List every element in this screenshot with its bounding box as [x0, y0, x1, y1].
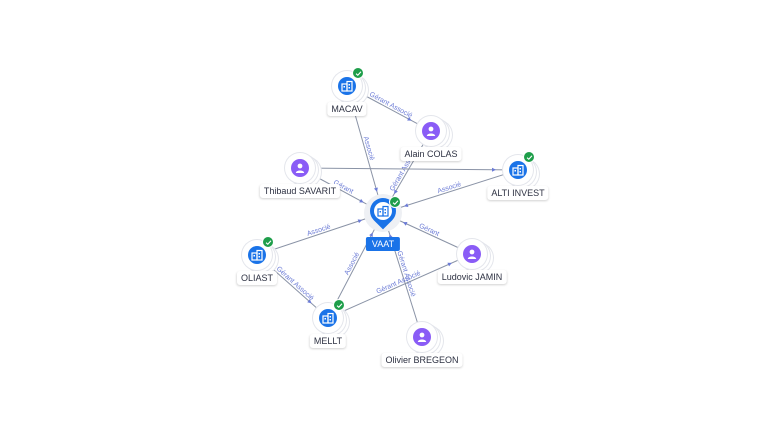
node-label: OLIAST	[236, 271, 278, 285]
edge-arrow	[394, 189, 398, 195]
edge-label: Associé	[306, 223, 332, 237]
building-icon	[374, 202, 392, 220]
edge-arrow	[491, 167, 497, 172]
company-node-circle[interactable]	[503, 151, 535, 185]
edge-label: Gérant Associé	[368, 91, 413, 120]
node-label: Thibaud SAVARIT	[259, 184, 341, 198]
node-label: Ludovic JAMIN	[437, 270, 507, 284]
building-icon	[338, 77, 356, 95]
edge-arrow	[447, 262, 452, 267]
building-icon	[248, 246, 266, 264]
verified-check-icon	[262, 236, 274, 248]
person-icon	[413, 328, 431, 346]
edge-arrow	[373, 187, 378, 192]
company-node-circle[interactable]	[332, 67, 364, 101]
verified-check-icon	[352, 67, 364, 79]
edge-thibaud-alti	[299, 167, 519, 171]
edge-arrow	[307, 299, 312, 304]
company-node-circle[interactable]	[242, 236, 274, 270]
edge-mellt-ludovic	[327, 253, 473, 319]
person-node-circle[interactable]	[416, 116, 446, 146]
person-icon	[422, 122, 440, 140]
edge-arrow	[359, 198, 364, 203]
person-node-circle[interactable]	[457, 239, 487, 269]
node-label: ALTI INVEST	[487, 186, 549, 200]
verified-check-icon	[333, 299, 345, 311]
person-node-circle[interactable]	[285, 153, 315, 183]
node-label: MELLT	[309, 334, 347, 348]
edge-label: Gérant Associé	[275, 266, 315, 303]
edge-label: Associé	[344, 251, 362, 276]
node-label: MACAV	[327, 102, 367, 116]
person-node-circle[interactable]	[407, 322, 437, 352]
person-icon	[463, 245, 481, 263]
building-icon	[319, 309, 337, 327]
node-label: Olivier BREGEON	[381, 353, 463, 367]
edge-arrow	[403, 203, 409, 208]
building-icon	[509, 161, 527, 179]
edge-arrow	[369, 232, 373, 237]
edge-arrow	[402, 222, 408, 226]
person-icon	[291, 159, 309, 177]
verified-check-icon	[523, 151, 535, 163]
center-node-label: VAAT	[365, 237, 401, 251]
edge-label: Associé	[437, 181, 463, 195]
edge-label: Associé	[362, 136, 375, 162]
edge-label: Gérant	[418, 223, 440, 238]
node-label: Alain COLAS	[400, 147, 462, 161]
edge-arrow	[357, 219, 363, 224]
company-node-circle[interactable]	[313, 299, 345, 333]
edge-olivier-center	[382, 212, 423, 338]
verified-check-icon	[389, 196, 401, 208]
edge-arrow	[407, 116, 412, 121]
